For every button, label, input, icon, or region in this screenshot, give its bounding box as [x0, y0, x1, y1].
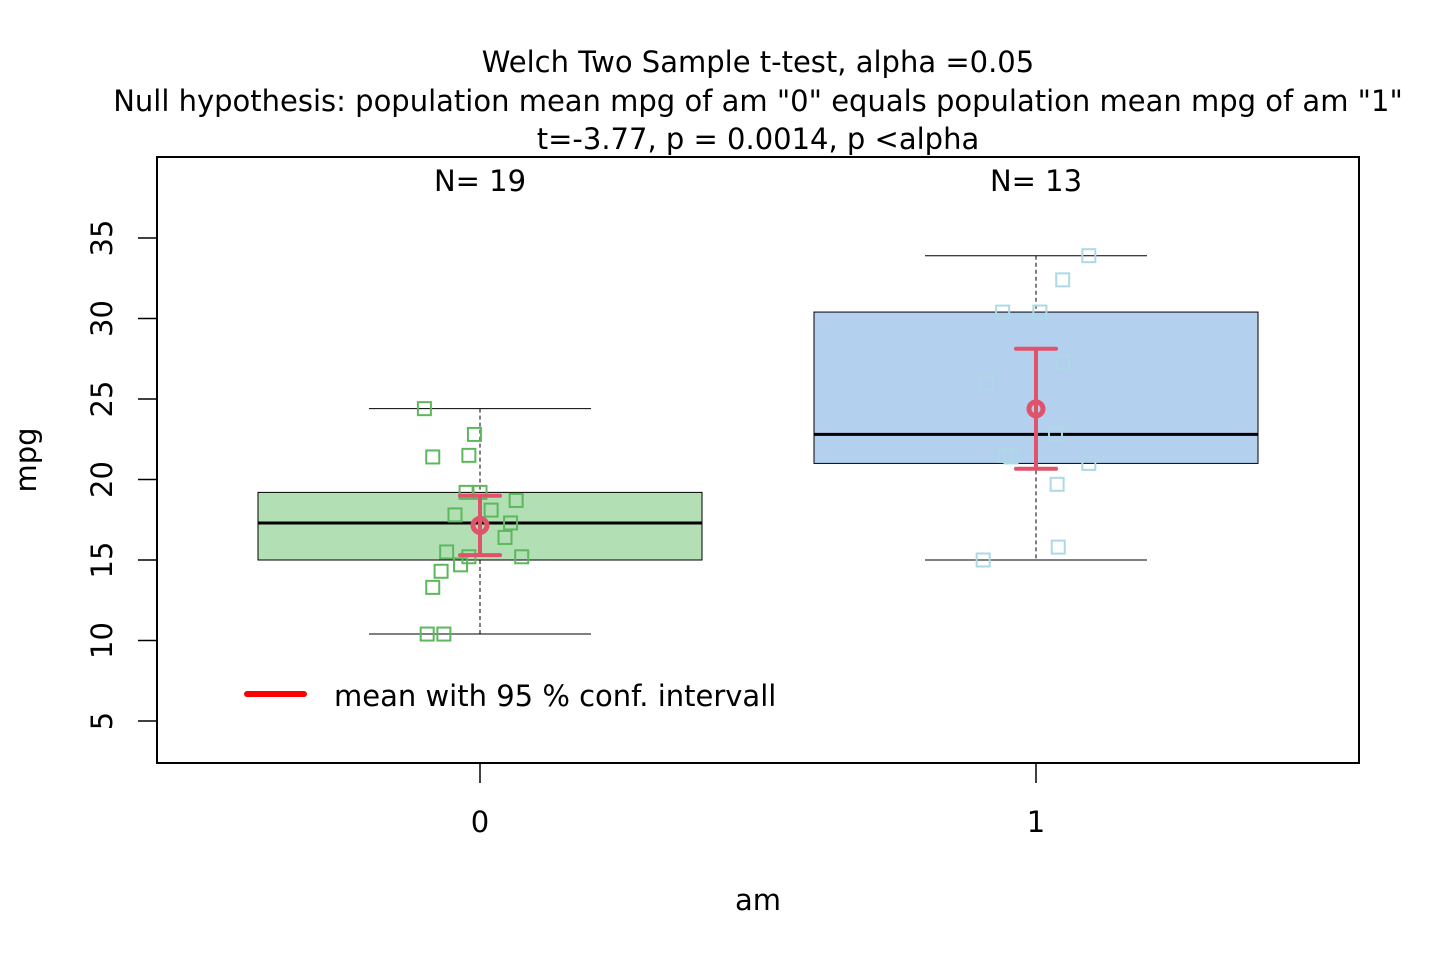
data-point	[1050, 539, 1066, 555]
data-point	[1047, 426, 1063, 442]
data-point	[514, 549, 530, 565]
legend-label: mean with 95 % conf. intervall	[334, 679, 776, 713]
data-point	[1003, 449, 1019, 465]
legend: mean with 95 % conf. intervall	[244, 679, 776, 713]
y-tick-label: 10	[85, 622, 119, 659]
data-point	[508, 492, 524, 508]
data-point	[995, 304, 1011, 320]
data-point	[466, 426, 482, 442]
y-tick-label: 5	[85, 712, 119, 730]
x-tick-label: 0	[471, 805, 489, 839]
data-point	[1055, 354, 1071, 370]
data-point	[978, 375, 994, 391]
title-line-1: Welch Two Sample t-test, alpha =0.05	[482, 45, 1034, 79]
data-point	[497, 529, 513, 545]
y-axis: 5 10 15 20 25 30 35	[85, 220, 157, 730]
data-point	[1049, 476, 1065, 492]
data-point	[447, 507, 463, 523]
data-point	[453, 557, 469, 573]
data-point	[425, 579, 441, 595]
y-tick-label: 30	[85, 300, 119, 337]
n-label: N= 19	[434, 164, 526, 198]
n-label: N= 13	[990, 164, 1082, 198]
box-group-0: N= 19	[257, 164, 703, 642]
data-point	[1032, 304, 1048, 320]
data-point	[439, 544, 455, 560]
data-point	[1055, 272, 1071, 288]
chart-title: Welch Two Sample t-test, alpha =0.05 Nul…	[113, 45, 1403, 156]
plot-frame	[156, 156, 1360, 764]
plot-area: N= 19 N= 13	[257, 164, 1259, 642]
x-tick-label: 1	[1027, 805, 1045, 839]
data-point	[433, 563, 449, 579]
x-axis-label: am	[735, 883, 781, 917]
y-tick-label: 20	[85, 461, 119, 498]
data-point	[436, 626, 452, 642]
data-point	[416, 401, 432, 417]
title-line-3: t=-3.77, p = 0.0014, p <alpha	[537, 122, 980, 156]
y-tick-label: 25	[85, 381, 119, 418]
box-group-1: N= 13	[813, 164, 1259, 568]
data-point	[503, 515, 519, 531]
data-point	[419, 626, 435, 642]
data-point	[1081, 248, 1097, 264]
title-line-2: Null hypothesis: population mean mpg of …	[113, 84, 1403, 118]
y-tick-label: 35	[85, 220, 119, 257]
mean-point	[470, 515, 490, 535]
mean-point	[1026, 399, 1046, 419]
data-point	[483, 502, 499, 518]
data-point	[425, 449, 441, 465]
y-axis-label: mpg	[9, 427, 43, 492]
data-point	[975, 552, 991, 568]
y-tick-label: 15	[85, 542, 119, 579]
data-point	[461, 447, 477, 463]
data-point	[1081, 455, 1097, 471]
